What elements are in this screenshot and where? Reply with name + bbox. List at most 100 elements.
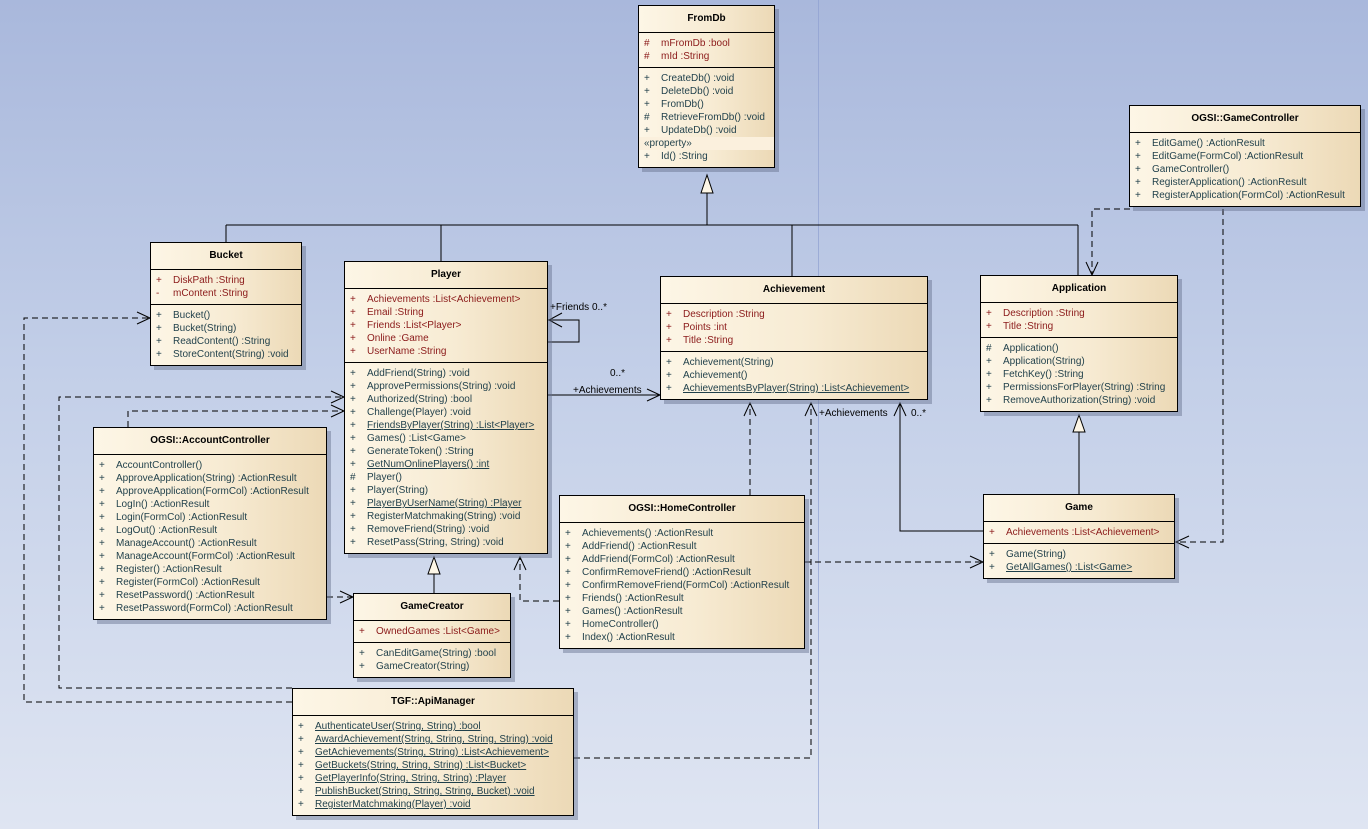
class-attribute[interactable]: +Title :String: [981, 320, 1177, 333]
class-homecontroller[interactable]: OGSI::HomeController+Achievements() :Act…: [559, 495, 805, 649]
class-operation[interactable]: +HomeController(): [560, 618, 804, 631]
association-game-achievement-arrowhead: [893, 401, 907, 417]
class-operation[interactable]: +GetPlayerInfo(String, String, String) :…: [293, 772, 573, 785]
class-operation[interactable]: +GetBuckets(String, String, String) :Lis…: [293, 759, 573, 772]
class-fromdb[interactable]: FromDb#mFromDb :bool#mId :String+CreateD…: [638, 5, 775, 168]
class-operation[interactable]: +RemoveAuthorization(String) :void: [981, 394, 1177, 407]
class-apimanager[interactable]: TGF::ApiManager+AuthenticateUser(String,…: [292, 688, 574, 816]
class-bucket[interactable]: Bucket+DiskPath :String-mContent :String…: [150, 242, 302, 366]
class-operation[interactable]: +PermissionsForPlayer(String) :String: [981, 381, 1177, 394]
class-operation[interactable]: +PublishBucket(String, String, String, B…: [293, 785, 573, 798]
class-operation[interactable]: +GetNumOnlinePlayers() :int: [345, 458, 547, 471]
class-operation[interactable]: +PlayerByUserName(String) :Player: [345, 497, 547, 510]
class-operation[interactable]: #Player(): [345, 471, 547, 484]
class-operation[interactable]: +Challenge(Player) :void: [345, 406, 547, 419]
class-operation[interactable]: +StoreContent(String) :void: [151, 348, 301, 361]
class-operation[interactable]: +RegisterApplication() :ActionResult: [1130, 176, 1360, 189]
class-operation[interactable]: +AddFriend(FormCol) :ActionResult: [560, 553, 804, 566]
class-operation[interactable]: +FriendsByPlayer(String) :List<Player>: [345, 419, 547, 432]
class-operation[interactable]: +LogIn() :ActionResult: [94, 498, 326, 511]
class-operation[interactable]: +Games() :ActionResult: [560, 605, 804, 618]
class-attribute[interactable]: +DiskPath :String: [151, 274, 301, 287]
class-attribute[interactable]: +Email :String: [345, 306, 547, 319]
class-attribute[interactable]: +Description :String: [661, 308, 927, 321]
class-operation[interactable]: #RetrieveFromDb() :void: [639, 111, 774, 124]
operations-compartment: +AccountController()+ApproveApplication(…: [94, 455, 326, 619]
class-operation[interactable]: +Register(FormCol) :ActionResult: [94, 576, 326, 589]
class-operation[interactable]: +ReadContent() :String: [151, 335, 301, 348]
class-attribute[interactable]: +Friends :List<Player>: [345, 319, 547, 332]
class-operation[interactable]: +ResetPassword(FormCol) :ActionResult: [94, 602, 326, 615]
class-operation[interactable]: #Application(): [981, 342, 1177, 355]
class-operation[interactable]: +FetchKey() :String: [981, 368, 1177, 381]
class-operation[interactable]: +AwardAchievement(String, String, String…: [293, 733, 573, 746]
class-operation[interactable]: +AddFriend() :ActionResult: [560, 540, 804, 553]
class-operation[interactable]: +ResetPassword() :ActionResult: [94, 589, 326, 602]
class-operation[interactable]: +GameCreator(String): [354, 660, 510, 673]
class-operation[interactable]: +ManageAccount() :ActionResult: [94, 537, 326, 550]
class-operation[interactable]: +ConfirmRemoveFriend() :ActionResult: [560, 566, 804, 579]
class-attribute[interactable]: +OwnedGames :List<Game>: [354, 625, 510, 638]
class-attribute[interactable]: +Online :Game: [345, 332, 547, 345]
class-operation[interactable]: +AchievementsByPlayer(String) :List<Achi…: [661, 382, 927, 395]
class-attribute[interactable]: +Description :String: [981, 307, 1177, 320]
class-operation[interactable]: +RemoveFriend(String) :void: [345, 523, 547, 536]
class-game[interactable]: Game+Achievements :List<Achievement>+Gam…: [983, 494, 1175, 579]
class-operation[interactable]: +RegisterMatchmaking(String) :void: [345, 510, 547, 523]
class-operation[interactable]: +Friends() :ActionResult: [560, 592, 804, 605]
class-operation[interactable]: +GetAllGames() :List<Game>: [984, 561, 1174, 574]
class-operation[interactable]: +CreateDb() :void: [639, 72, 774, 85]
class-operation[interactable]: +Player(String): [345, 484, 547, 497]
class-operation[interactable]: +AccountController(): [94, 459, 326, 472]
class-operation[interactable]: +GenerateToken() :String: [345, 445, 547, 458]
class-operation[interactable]: +Bucket(): [151, 309, 301, 322]
visibility-marker: +: [99, 590, 105, 601]
class-operation[interactable]: +GetAchievements(String, String) :List<A…: [293, 746, 573, 759]
class-operation[interactable]: +Register() :ActionResult: [94, 563, 326, 576]
class-operation[interactable]: +FromDb(): [639, 98, 774, 111]
class-operation[interactable]: +Bucket(String): [151, 322, 301, 335]
class-operation[interactable]: +Index() :ActionResult: [560, 631, 804, 644]
class-attribute[interactable]: +Achievements :List<Achievement>: [984, 526, 1174, 539]
class-operation[interactable]: +Game(String): [984, 548, 1174, 561]
class-operation[interactable]: +Id() :String: [639, 150, 774, 163]
class-player[interactable]: Player+Achievements :List<Achievement>+E…: [344, 261, 548, 554]
class-operation[interactable]: +AuthenticateUser(String, String) :bool: [293, 720, 573, 733]
class-operation[interactable]: +Login(FormCol) :ActionResult: [94, 511, 326, 524]
class-application[interactable]: Application+Description :String+Title :S…: [980, 275, 1178, 412]
class-attribute[interactable]: #mFromDb :bool: [639, 37, 774, 50]
class-attribute[interactable]: #mId :String: [639, 50, 774, 63]
class-achievement[interactable]: Achievement+Description :String+Points :…: [660, 276, 928, 400]
class-operation[interactable]: +ConfirmRemoveFriend(FormCol) :ActionRes…: [560, 579, 804, 592]
class-attribute[interactable]: -mContent :String: [151, 287, 301, 300]
class-operation[interactable]: +ManageAccount(FormCol) :ActionResult: [94, 550, 326, 563]
class-operation[interactable]: +ApprovePermissions(String) :void: [345, 380, 547, 393]
class-operation[interactable]: +UpdateDb() :void: [639, 124, 774, 137]
class-operation[interactable]: +LogOut() :ActionResult: [94, 524, 326, 537]
class-operation[interactable]: +EditGame(FormCol) :ActionResult: [1130, 150, 1360, 163]
class-attribute[interactable]: +Title :String: [661, 334, 927, 347]
class-attribute[interactable]: +UserName :String: [345, 345, 547, 358]
class-operation[interactable]: +Achievement(): [661, 369, 927, 382]
class-accountcontroller[interactable]: OGSI::AccountController+AccountControlle…: [93, 427, 327, 620]
class-gamecontroller[interactable]: OGSI::GameController+EditGame() :ActionR…: [1129, 105, 1361, 207]
class-operation[interactable]: +Achievements() :ActionResult: [560, 527, 804, 540]
class-operation[interactable]: +ApproveApplication(FormCol) :ActionResu…: [94, 485, 326, 498]
class-operation[interactable]: +GameController(): [1130, 163, 1360, 176]
class-operation[interactable]: +DeleteDb() :void: [639, 85, 774, 98]
class-operation[interactable]: +EditGame() :ActionResult: [1130, 137, 1360, 150]
class-operation[interactable]: +Authorized(String) :bool: [345, 393, 547, 406]
class-operation[interactable]: +ApproveApplication(String) :ActionResul…: [94, 472, 326, 485]
class-gamecreator[interactable]: GameCreator+OwnedGames :List<Game>+CanEd…: [353, 593, 511, 678]
class-attribute[interactable]: +Points :int: [661, 321, 927, 334]
class-attribute[interactable]: +Achievements :List<Achievement>: [345, 293, 547, 306]
class-operation[interactable]: +RegisterMatchmaking(Player) :void: [293, 798, 573, 811]
class-operation[interactable]: +Achievement(String): [661, 356, 927, 369]
class-operation[interactable]: +RegisterApplication(FormCol) :ActionRes…: [1130, 189, 1360, 202]
class-operation[interactable]: +CanEditGame(String) :bool: [354, 647, 510, 660]
class-operation[interactable]: +Games() :List<Game>: [345, 432, 547, 445]
class-operation[interactable]: +ResetPass(String, String) :void: [345, 536, 547, 549]
operation-text: LogOut() :ActionResult: [116, 525, 218, 536]
class-operation[interactable]: +AddFriend(String) :void: [345, 367, 547, 380]
class-operation[interactable]: +Application(String): [981, 355, 1177, 368]
